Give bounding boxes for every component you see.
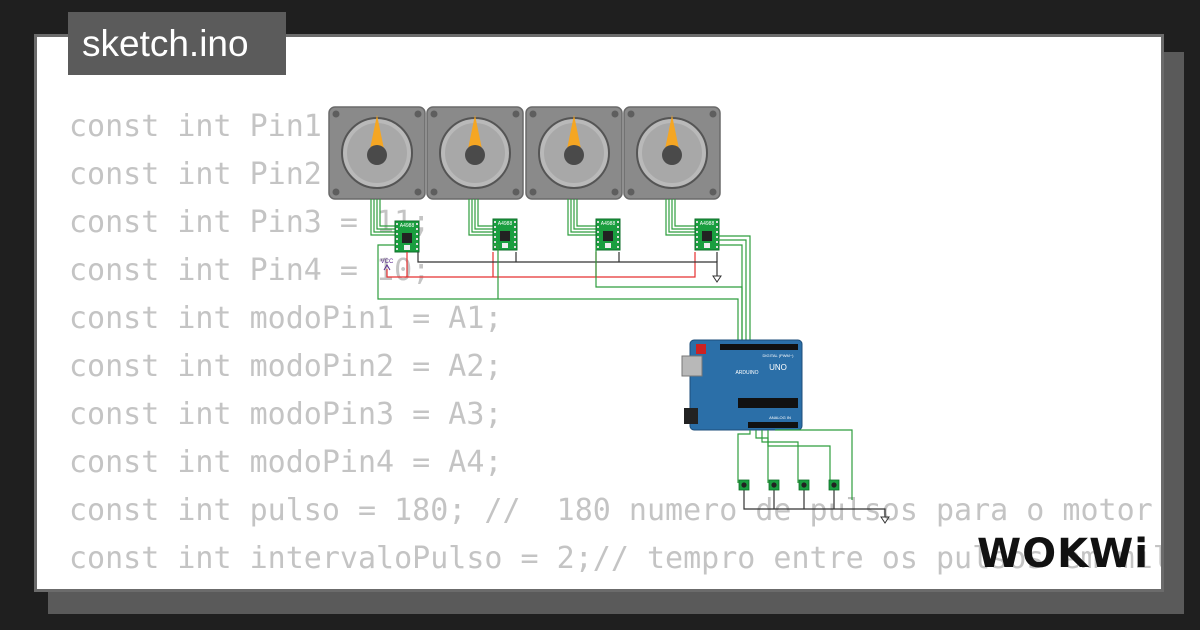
ground-symbol	[880, 516, 890, 524]
wokwi-logo[interactable]: WOKWi	[975, 527, 1155, 577]
vcc-symbol: VCC	[381, 259, 394, 271]
ground-symbol	[712, 275, 722, 283]
svg-text:A4988: A4988	[601, 221, 616, 227]
svg-text:A4988: A4988	[498, 221, 513, 227]
push-button-3	[798, 479, 810, 491]
signal-wires	[377, 235, 751, 340]
button-wires	[737, 429, 886, 517]
stepper-motor-3	[525, 106, 623, 200]
stepper-driver-3: A4988	[595, 218, 621, 251]
stepper-motor-4	[623, 106, 721, 200]
power-wires	[386, 252, 718, 278]
code-line: const int intervaloPulso = 2;// tempro e…	[69, 541, 1161, 576]
code-line: const int Pin4 = 10;	[69, 253, 431, 288]
stepper-driver-4: A4988	[694, 218, 720, 251]
motor-wires	[370, 199, 695, 236]
code-line: const int modoPin1 = A1;	[69, 301, 503, 336]
svg-text:ANALOG IN: ANALOG IN	[769, 415, 791, 420]
stepper-motor-1	[328, 106, 426, 200]
stepper-motor-2	[426, 106, 524, 200]
stepper-driver-2: A4988	[492, 218, 518, 251]
stepper-driver-1: A4988	[394, 220, 420, 253]
code-line: const int modoPin3 = A3;	[69, 397, 503, 432]
code-line: const int modoPin2 = A2;	[69, 349, 503, 384]
svg-text:A4988: A4988	[400, 223, 415, 229]
file-tab[interactable]: sketch.ino	[68, 12, 286, 75]
svg-text:WOKWi: WOKWi	[977, 531, 1149, 577]
push-button-2	[768, 479, 780, 491]
code-line: const int pulso = 180; // 180 numero de …	[69, 493, 1153, 528]
svg-text:ARDUINO: ARDUINO	[735, 370, 758, 376]
push-button-1	[738, 479, 750, 491]
svg-text:VCC: VCC	[381, 259, 394, 265]
arduino-uno-board: DIGITAL (PWM~) ARDUINO UNO ANALOG IN	[681, 339, 803, 431]
svg-text:UNO: UNO	[769, 363, 787, 372]
push-button-4	[828, 479, 840, 491]
code-preview: const int Pin1 = 13;const int Pin2 = 12;…	[69, 103, 1161, 589]
svg-text:DIGITAL (PWM~): DIGITAL (PWM~)	[763, 353, 795, 358]
svg-text:A4988: A4988	[700, 221, 715, 227]
code-line: const int modoPin4 = A4;	[69, 445, 503, 480]
